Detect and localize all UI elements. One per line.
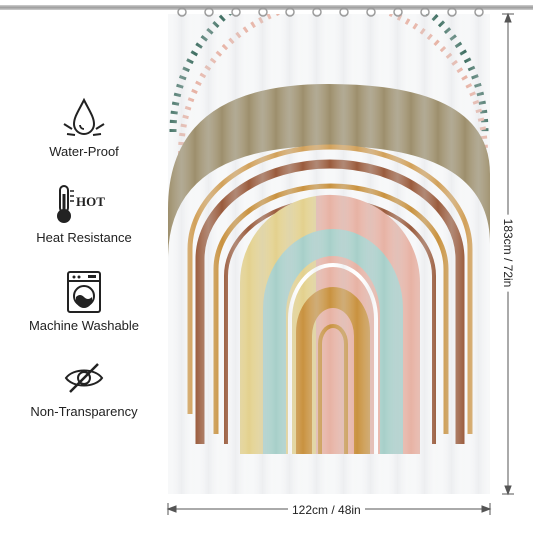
feature-label: Water-Proof xyxy=(49,144,119,159)
width-label: 122cm / 48in xyxy=(288,503,365,517)
thermometer-icon: HOT xyxy=(57,185,105,223)
feature-water-proof: Water-Proof xyxy=(14,96,154,159)
hot-badge: HOT xyxy=(76,194,105,209)
curtain-rod xyxy=(0,5,533,10)
feature-label: Machine Washable xyxy=(28,318,140,333)
height-label: 183cm / 72in xyxy=(501,214,515,292)
shower-curtain xyxy=(168,14,490,494)
water-drop-icon xyxy=(63,97,105,136)
feature-label: Non-Transparency xyxy=(30,404,138,419)
curtain-hooks xyxy=(177,7,484,17)
feature-label: Heat Resistance xyxy=(36,230,132,245)
washing-machine-icon xyxy=(67,271,101,313)
feature-machine-washable: Machine Washable xyxy=(14,270,154,333)
feature-non-transparency: Non-Transparency xyxy=(14,356,154,419)
curtain-folds xyxy=(168,14,490,494)
hidden-eye-icon xyxy=(64,363,104,393)
feature-heat-resistance: HOT Heat Resistance xyxy=(14,182,154,245)
